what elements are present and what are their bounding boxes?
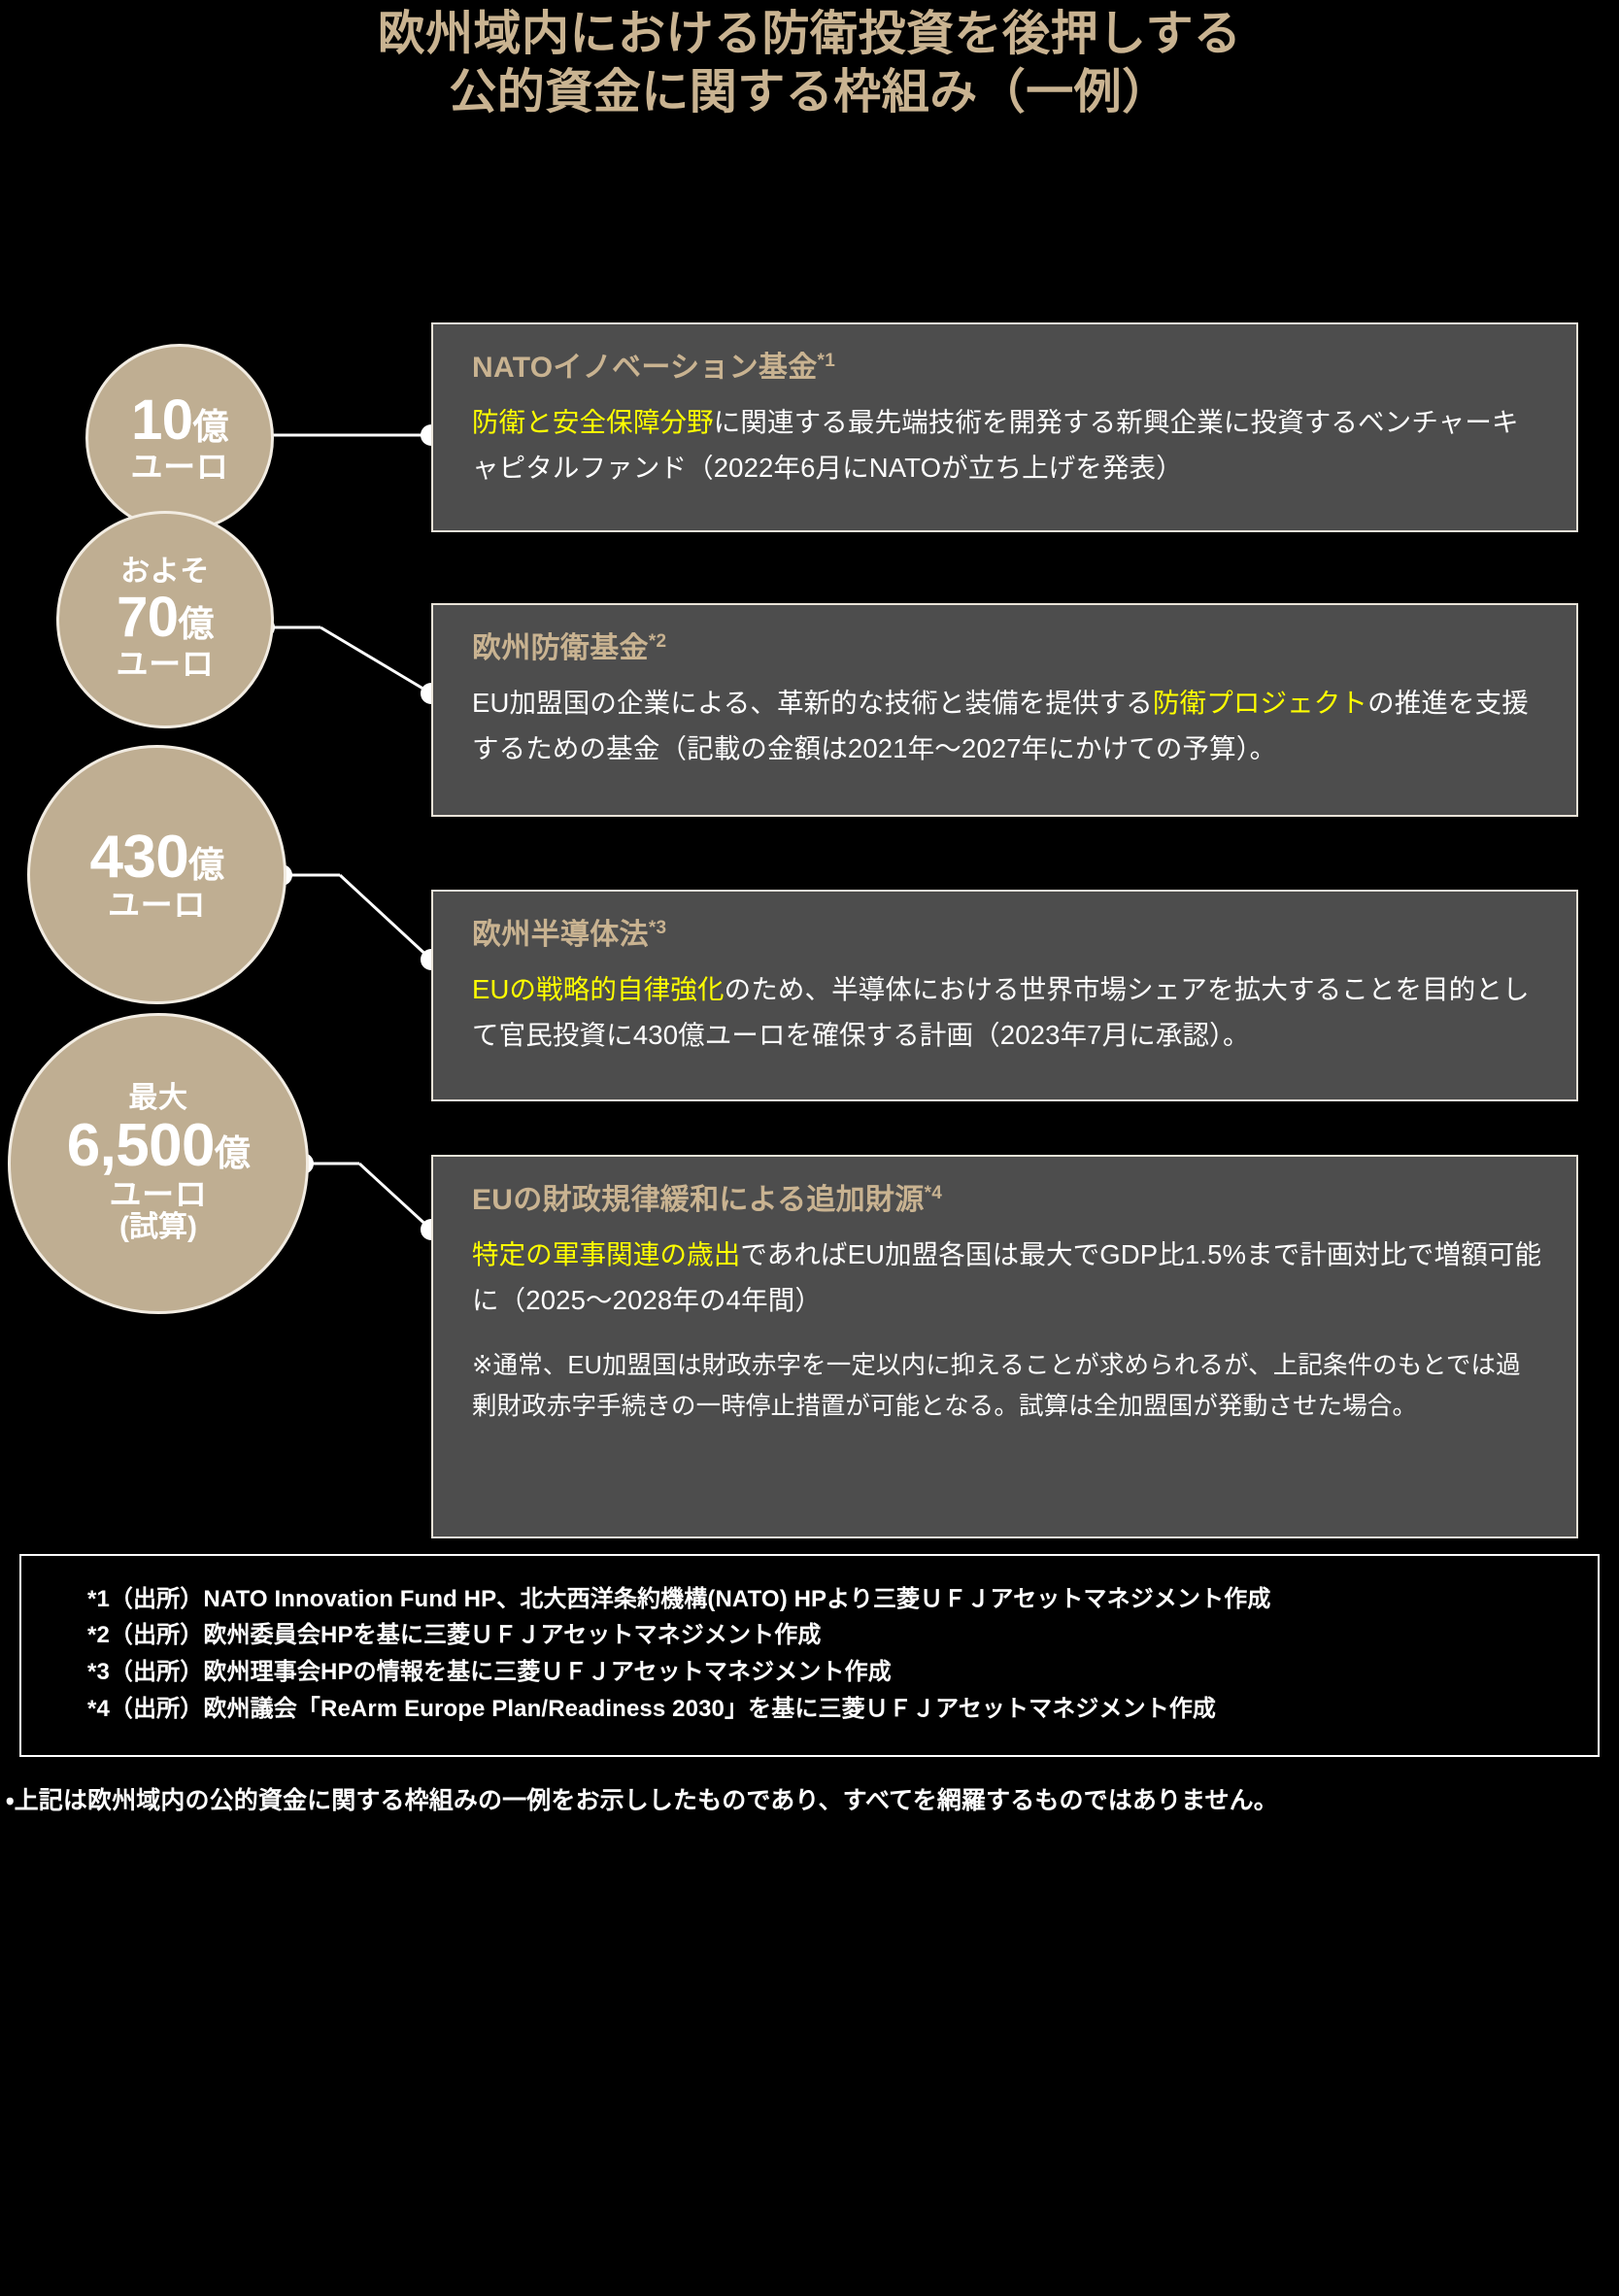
info-box-body-3: EUの戦略的自律強化のため、半導体における世界市場シェアを拡大することを目的とし…: [472, 966, 1543, 1059]
info-box-body-4: 特定の軍事関連の歳出であればEU加盟各国は最大でGDP比1.5%まで計画対比で増…: [472, 1232, 1543, 1324]
amount-prefix-4: 最大: [128, 1082, 188, 1115]
amount-prefix-2: およそ: [120, 556, 210, 589]
highlight-text-1: 防衛と安全保障分野: [472, 407, 714, 438]
info-box-title-2: 欧州防衛基金*2: [472, 630, 667, 664]
amount-value-3: 430億: [89, 823, 225, 891]
highlight-text-2: 防衛プロジェクト: [1152, 688, 1368, 719]
source-note-box: *1（出所）NATO Innovation Fund HP、北大西洋条約機構(N…: [19, 1553, 1600, 1757]
amount-circle-1: 10億 ユーロ: [85, 343, 274, 532]
info-box-title-4: EUの財政規律緩和による追加財源*4: [472, 1182, 943, 1216]
info-box-body-1: 防衛と安全保障分野に関連する最先端技術を開発する新興企業に投資するベンチャーキャ…: [472, 399, 1543, 491]
amount-value-2: 70億: [117, 586, 214, 650]
info-box-european-chips-act: 欧州半導体法*3 EUの戦略的自律強化のため、半導体における世界市場シェアを拡大…: [431, 889, 1578, 1101]
title-line-1: 欧州域内における防衛投資を後押しする: [377, 8, 1242, 60]
info-box-subnote-4: ※通常、EU加盟国は財政赤字を一定以内に抑えることが求められるが、上記条件のもと…: [472, 1351, 1521, 1421]
footnote-marker-2: *2: [648, 630, 667, 652]
body-text-1: に関連する最先端技術を開発する新興企業に投資するベンチャーキャピタルファンド（2…: [472, 407, 1519, 484]
page-title: 欧州域内における防衛投資を後押しする 公的資金に関する枠組み（一例）: [0, 0, 1619, 122]
amount-value-4: 6,500億: [66, 1112, 251, 1180]
title-line-2: 公的資金に関する枠組み（一例）: [449, 65, 1170, 118]
source-line-2: *2（出所）欧州委員会HPを基に三菱ＵＦＪアセットマネジメント作成: [87, 1622, 822, 1649]
amount-circle-3: 430億 ユーロ: [27, 744, 287, 1004]
amount-currency-1: ユーロ: [130, 448, 229, 485]
highlight-text-4: 特定の軍事関連の歳出: [472, 1239, 741, 1270]
info-box-eu-fiscal-relaxation: EUの財政規律緩和による追加財源*4 特定の軍事関連の歳出であればEU加盟各国は…: [431, 1154, 1578, 1538]
amount-circle-4: 最大 6,500億 ユーロ (試算): [8, 1012, 309, 1314]
source-line-3: *3（出所）欧州理事会HPの情報を基に三菱ＵＦＪアセットマネジメント作成: [87, 1659, 892, 1686]
body-text-pre-2: EU加盟国の企業による、革新的な技術と装備を提供する: [472, 688, 1153, 719]
info-box-european-defence-fund: 欧州防衛基金*2 EU加盟国の企業による、革新的な技術と装備を提供する防衛プロジ…: [431, 602, 1578, 817]
amount-currency-2: ユーロ: [116, 645, 215, 682]
source-line-1: *1（出所）NATO Innovation Fund HP、北大西洋条約機構(N…: [87, 1585, 1271, 1612]
body-text-3: のため、半導体における世界市場シェアを拡大することを目的として官民投資に430億…: [472, 974, 1530, 1051]
body-text-2: の推進を支援するための基金（記載の金額は2021年〜2027年にかけての予算）。: [472, 688, 1529, 764]
amount-currency-4: ユーロ: [109, 1175, 208, 1212]
footnote-marker-4: *4: [924, 1182, 943, 1203]
amount-circle-2: およそ 70億 ユーロ: [56, 510, 274, 728]
body-text-4: であればEU加盟各国は最大でGDP比1.5%まで計画対比で増額可能に（2025〜…: [472, 1239, 1542, 1316]
footnote-marker-1: *1: [817, 350, 836, 371]
framework-diagram: 10億 ユーロ およそ 70億 ユーロ 430億 ユーロ 最大 6,500億 ユ…: [0, 122, 1619, 1814]
info-box-nato-innovation-fund: NATOイノベーション基金*1 防衛と安全保障分野に関連する最先端技術を開発する…: [431, 321, 1578, 532]
amount-note-4: (試算): [119, 1210, 197, 1243]
footnote-marker-3: *3: [648, 917, 667, 938]
info-box-title-1: NATOイノベーション基金*1: [472, 350, 836, 384]
source-line-4: *4（出所）欧州議会「ReArm Europe Plan/Readiness 2…: [87, 1696, 1217, 1723]
highlight-text-3: EUの戦略的自律強化: [472, 974, 725, 1005]
amount-value-1: 10億: [131, 388, 228, 453]
info-box-title-3: 欧州半導体法*3: [472, 917, 667, 951]
disclaimer-text: ・上記は欧州域内の公的資金に関する枠組みの一例をお示ししたものであり、すべてを網…: [6, 1786, 1278, 1814]
amount-currency-3: ユーロ: [108, 887, 206, 924]
info-box-body-2: EU加盟国の企業による、革新的な技術と装備を提供する防衛プロジェクトの推進を支援…: [472, 680, 1543, 772]
